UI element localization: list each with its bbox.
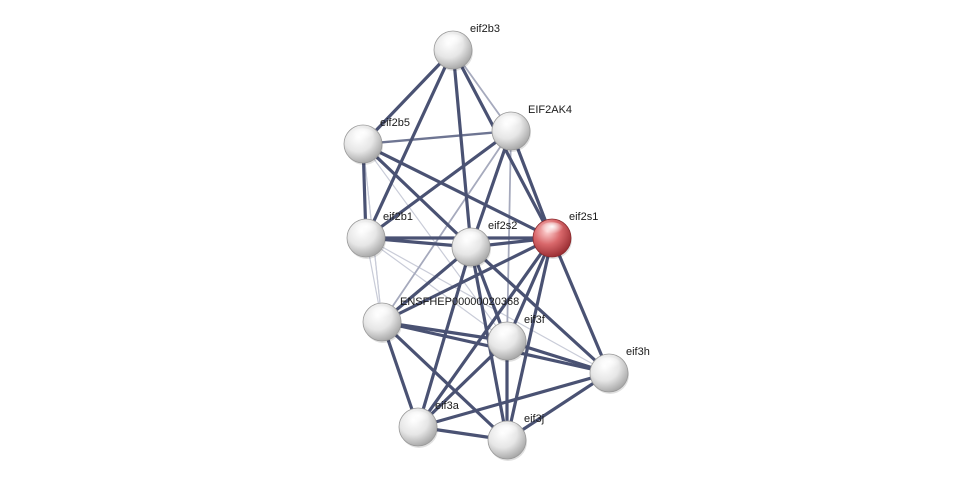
- node-label-ENSFHEP00000020368: ENSFHEP00000020368: [400, 296, 519, 308]
- node-label-eif2s1: eif2s1: [569, 211, 598, 223]
- edge-eif2s1-eif3a: [416, 236, 554, 429]
- node-eif2b5[interactable]: eif2b5: [343, 117, 410, 165]
- edge-eif2b3-eif2b1: [364, 48, 455, 240]
- node-label-eif2s2: eif2s2: [488, 220, 517, 232]
- node-highlight: [459, 231, 483, 246]
- node-eif2s1[interactable]: eif2s1: [532, 211, 598, 259]
- node-eif3a[interactable]: eif3a: [398, 400, 460, 448]
- node-highlight: [370, 306, 394, 321]
- node-highlight: [354, 222, 378, 237]
- edge-eif2s1-eif3h: [550, 236, 611, 375]
- node-eif2b1[interactable]: eif2b1: [346, 211, 413, 259]
- edge-eif2b1-eif3h: [365, 237, 610, 374]
- node-highlight: [351, 128, 375, 143]
- edge-EIF2AK4-eif3f: [506, 130, 512, 342]
- edge-EIF2AK4-ENSFHEP00000020368: [381, 130, 512, 323]
- edge-eif3f-eif3a: [416, 339, 509, 429]
- node-highlight: [499, 115, 523, 130]
- node-label-eif2b3: eif2b3: [470, 23, 500, 35]
- edge-eif2b5-eif2s1: [361, 142, 554, 240]
- edge-eif2s1-eif3j: [505, 236, 554, 442]
- node-label-eif3j: eif3j: [524, 413, 544, 425]
- node-label-eif3a: eif3a: [435, 400, 460, 412]
- node-label-eif3f: eif3f: [524, 314, 546, 326]
- node-label-eif3h: eif3h: [626, 346, 650, 358]
- node-label-eif2b1: eif2b1: [383, 211, 413, 223]
- edge-EIF2AK4-eif2b1: [364, 129, 513, 240]
- node-eif2b3[interactable]: eif2b3: [433, 23, 500, 71]
- edge-eif2b5-eif2s2: [361, 142, 473, 249]
- node-eif3f[interactable]: eif3f: [487, 314, 546, 362]
- edge-eif2b3-eif2s2: [451, 48, 473, 249]
- node-highlight: [597, 357, 621, 372]
- node-highlight: [540, 222, 564, 237]
- edge-eif3h-eif3a: [416, 371, 611, 429]
- edge-eif2b5-EIF2AK4: [361, 129, 513, 146]
- node-ENSFHEP00000020368[interactable]: ENSFHEP00000020368: [362, 296, 519, 343]
- node-EIF2AK4[interactable]: EIF2AK4: [491, 104, 572, 152]
- edge-ENSFHEP00000020368-eif3j: [380, 320, 509, 442]
- node-highlight: [406, 411, 430, 426]
- edge-EIF2AK4-eif2s2: [469, 129, 513, 249]
- edge-eif2b3-eif2b5: [361, 48, 455, 146]
- edge-eif2b1-eif3f: [365, 237, 508, 342]
- node-highlight: [495, 325, 519, 340]
- node-label-EIF2AK4: EIF2AK4: [528, 104, 572, 116]
- node-eif3j[interactable]: eif3j: [487, 413, 544, 461]
- node-eif2s2[interactable]: eif2s2: [451, 220, 517, 268]
- edge-eif3h-eif3j: [505, 371, 611, 442]
- node-eif3h[interactable]: eif3h: [589, 346, 650, 394]
- edge-eif2s1-ENSFHEP00000020368: [380, 236, 554, 324]
- node-highlight: [441, 34, 465, 49]
- node-highlight: [495, 424, 519, 439]
- node-label-eif2b5: eif2b5: [380, 117, 410, 129]
